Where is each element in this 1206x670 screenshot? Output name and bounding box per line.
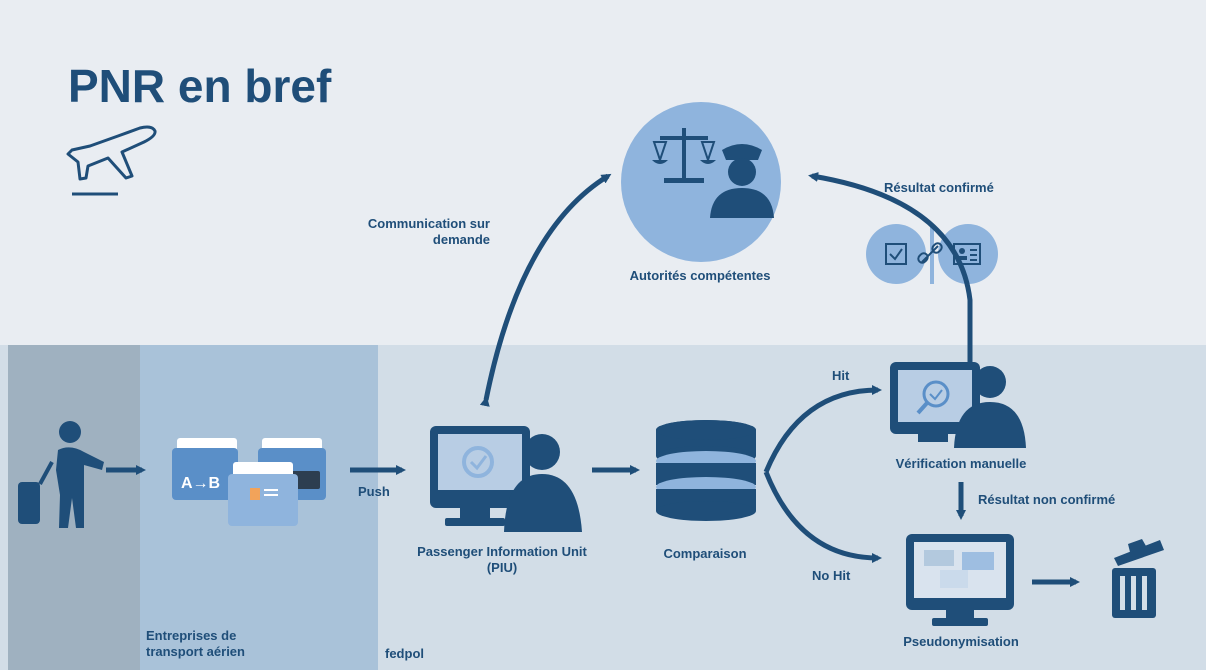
piu-computer-user-icon	[430, 426, 582, 532]
label-resultat-non-confirme: Résultat non confirmé	[978, 492, 1116, 507]
label-resultat-confirme: Résultat confirmé	[884, 180, 994, 195]
label-push: Push	[358, 484, 390, 499]
label-pseudonymisation: Pseudonymisation	[903, 634, 1019, 649]
flow-arrows	[106, 172, 1080, 587]
documents-icon	[172, 438, 326, 526]
police-officer-icon	[710, 144, 774, 218]
label-fedpol: fedpol	[385, 646, 424, 661]
arrow-confirme	[808, 172, 973, 362]
scale-icon	[652, 128, 716, 183]
traveler-icon	[18, 421, 104, 528]
label-communication: Communication sur demande	[367, 216, 490, 247]
route-badge: A→B	[181, 475, 220, 492]
label-autorites: Autorités compétentes	[629, 268, 771, 283]
label-verification: Vérification manuelle	[895, 456, 1027, 471]
page-title: PNR en bref	[68, 60, 332, 112]
arrow-hit	[763, 385, 882, 473]
plane-icon	[66, 125, 157, 196]
verification-computer-user-icon	[890, 362, 1026, 448]
pseudonymisation-computer-icon	[906, 534, 1014, 626]
arrow-communication	[479, 173, 612, 407]
trash-icon	[1112, 539, 1164, 618]
label-comparaison: Comparaison	[663, 546, 747, 561]
database-icon	[656, 420, 756, 521]
label-piu: Passenger Information Unit (PIU)	[417, 544, 587, 575]
authorities-icon	[621, 102, 781, 262]
label-hit: Hit	[832, 368, 850, 383]
check-icon	[885, 243, 907, 265]
arrow-no-hit	[763, 471, 882, 563]
link-icon	[917, 242, 943, 264]
label-entreprises: Entreprises de transport aérien	[146, 628, 245, 659]
confirmation-badges	[866, 224, 998, 284]
label-no-hit: No Hit	[812, 568, 851, 583]
top-background	[0, 0, 1206, 345]
